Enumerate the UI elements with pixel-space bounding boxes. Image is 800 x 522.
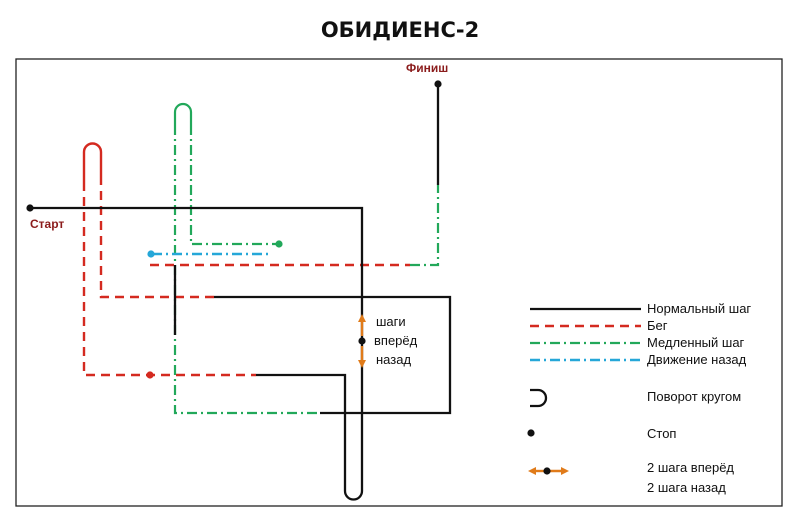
stop-point-red [146, 371, 154, 379]
run-turn-arc [82, 142, 103, 182]
finish-point [434, 80, 442, 88]
legend-turn-icon [530, 388, 548, 408]
backward-start-point [147, 250, 155, 258]
steps-annotation-line1: шаги [376, 314, 406, 329]
legend-slow-label: Медленный шаг [647, 335, 745, 350]
legend-run-label: Бег [647, 318, 668, 333]
legend-steps-icon [528, 467, 569, 475]
diagram-frame [15, 58, 783, 507]
start-label: Старт [30, 217, 64, 231]
legend-steps-label-line2: 2 шага назад [647, 480, 726, 495]
normal-turn-arc [343, 405, 364, 501]
legend: Нормальный шаг Бег Медленный шаг Движени… [527, 301, 751, 495]
steps-marker [358, 314, 366, 368]
stop-point-green [275, 240, 283, 248]
steps-annotation-line3: назад [376, 352, 411, 367]
diagram-title: ОБИДИЕНС-2 [320, 18, 480, 42]
finish-label: Финиш [406, 61, 448, 75]
legend-back-label: Движение назад [647, 352, 747, 367]
start-point [26, 204, 34, 212]
legend-stop-label: Стоп [647, 426, 676, 441]
run-path [82, 182, 410, 377]
steps-annotation-line2: вперёд [374, 333, 418, 348]
legend-steps-label-line1: 2 шага вперёд [647, 460, 734, 475]
slow-turn-arc [173, 102, 193, 125]
legend-turn-label: Поворот кругом [647, 389, 741, 404]
legend-stop-icon [527, 429, 535, 437]
legend-normal-label: Нормальный шаг [647, 301, 751, 316]
slow-path [173, 125, 440, 415]
